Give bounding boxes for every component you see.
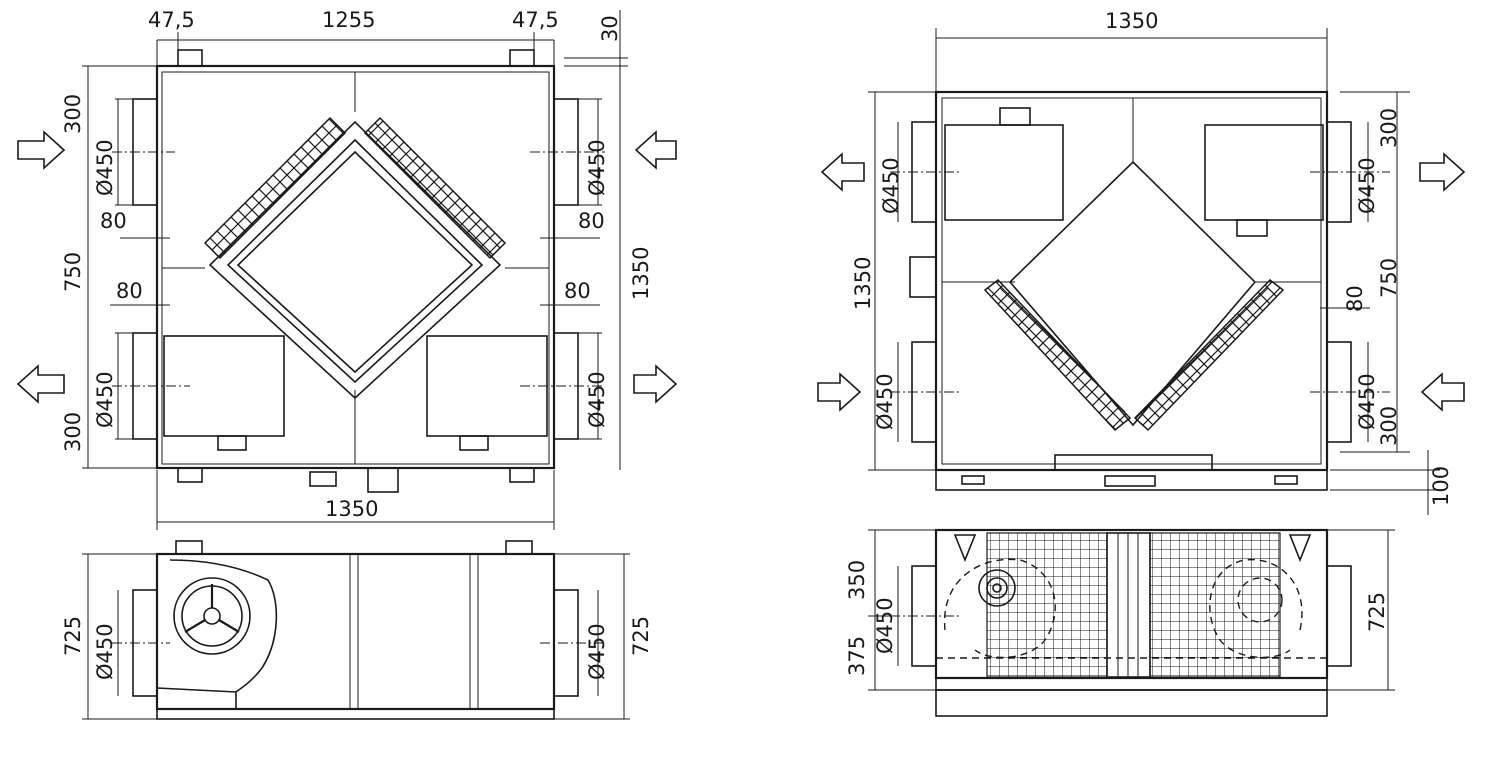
left-side-view bbox=[82, 540, 630, 720]
dim-d450-bl: Ø450 bbox=[93, 371, 117, 428]
dim-d450-rside: Ø450 bbox=[873, 597, 897, 654]
dim-1350-right: 1350 bbox=[629, 247, 653, 300]
dim-80-tl: 80 bbox=[100, 209, 127, 233]
dim-100: 100 bbox=[1429, 466, 1453, 506]
dim-80-mr: 80 bbox=[564, 279, 591, 303]
arrow-right-icon bbox=[633, 364, 678, 404]
dim-1255: 1255 bbox=[322, 8, 375, 32]
dim-30: 30 bbox=[598, 15, 622, 42]
dim-1350-bottom: 1350 bbox=[325, 497, 378, 521]
arrow-left-icon bbox=[1420, 372, 1465, 412]
dimension-labels: 47,5 1255 47,5 30 1350 1350 300 750 300 … bbox=[61, 8, 1453, 680]
dim-1350-top: 1350 bbox=[1105, 9, 1158, 33]
flow-arrows bbox=[16, 130, 1466, 412]
dim-d450-br: Ø450 bbox=[585, 371, 609, 428]
dim-375: 375 bbox=[845, 636, 869, 676]
arrow-left-icon bbox=[820, 152, 865, 192]
dim-47-5-right: 47,5 bbox=[512, 8, 559, 32]
left-top-view bbox=[82, 10, 628, 530]
dim-d450-tr: Ø450 bbox=[585, 139, 609, 196]
dim-80-tr: 80 bbox=[578, 209, 605, 233]
dim-300-bottom: 300 bbox=[61, 412, 85, 452]
dim-750: 750 bbox=[61, 252, 85, 292]
dim-d450-side-right: Ø450 bbox=[585, 623, 609, 680]
dim-d450-rtr: Ø450 bbox=[1355, 157, 1379, 214]
dim-750-right: 750 bbox=[1377, 258, 1401, 298]
dim-725-left: 725 bbox=[61, 616, 85, 656]
arrow-left-icon bbox=[16, 364, 65, 404]
right-top-view bbox=[868, 28, 1440, 515]
dim-d450-side-left: Ø450 bbox=[93, 623, 117, 680]
dim-d450-tl: Ø450 bbox=[93, 139, 117, 196]
dim-80-right: 80 bbox=[1343, 285, 1367, 312]
dim-300-top: 300 bbox=[61, 94, 85, 134]
dim-725-right: 725 bbox=[629, 616, 653, 656]
arrow-right-icon bbox=[17, 130, 66, 170]
arrow-right-icon bbox=[817, 372, 862, 412]
dim-350: 350 bbox=[845, 560, 869, 600]
dim-725-rside: 725 bbox=[1365, 592, 1389, 632]
dim-47-5-left: 47,5 bbox=[148, 8, 195, 32]
dim-300-rbottom: 300 bbox=[1377, 406, 1401, 446]
dim-300-rtop: 300 bbox=[1377, 108, 1401, 148]
dim-d450-rbr: Ø450 bbox=[1355, 373, 1379, 430]
dim-1350-left: 1350 bbox=[851, 257, 875, 310]
arrow-left-icon bbox=[634, 130, 677, 170]
arrow-right-icon bbox=[1419, 152, 1466, 192]
right-side-view bbox=[868, 528, 1395, 717]
dim-d450-rtl: Ø450 bbox=[879, 157, 903, 214]
dim-80-ml: 80 bbox=[116, 279, 143, 303]
dim-d450-rbl: Ø450 bbox=[873, 373, 897, 430]
